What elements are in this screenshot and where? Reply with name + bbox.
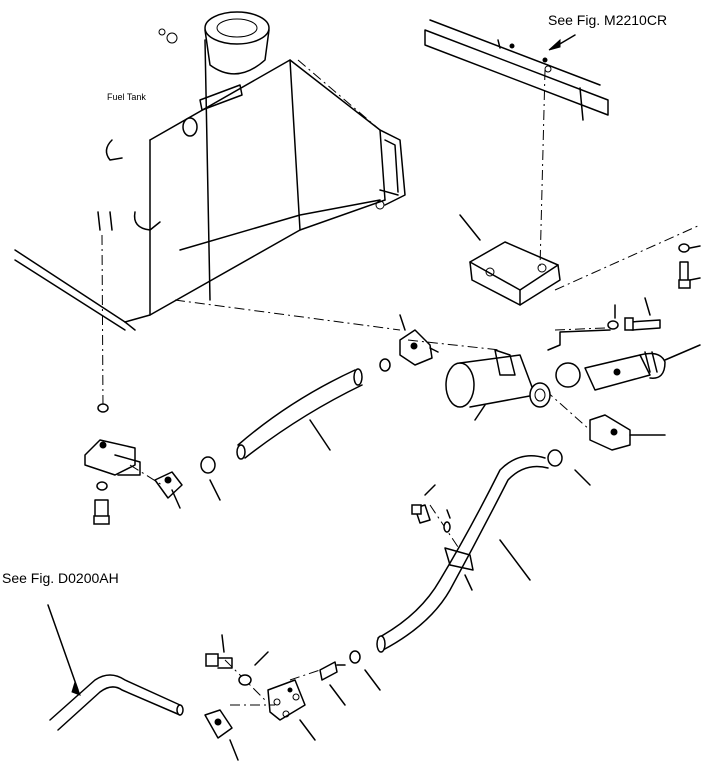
frame-member (424, 19, 609, 121)
fuel-tank-label: Fuel Tank (107, 92, 146, 102)
elbow-fitting-left (154, 456, 221, 509)
centerline (544, 389, 591, 431)
centerline (554, 224, 701, 291)
see-fig-left-label: See Fig. D0200AH (2, 570, 119, 586)
bolts-upper-right (607, 243, 701, 331)
centerline (539, 69, 546, 269)
bracket (459, 214, 561, 306)
centerline (101, 234, 104, 411)
centerline (289, 669, 321, 681)
arrow-head (548, 38, 561, 51)
centerline (297, 59, 381, 131)
joint-fitting-right (589, 414, 666, 451)
centerline (174, 299, 401, 331)
fuel-pipe-lower (47, 604, 184, 731)
fuel-tank (14, 11, 406, 331)
joint-fitting-left (84, 403, 141, 525)
lower-fittings (204, 634, 381, 761)
see-fig-top-label: See Fig. M2210CR (548, 12, 668, 28)
fuel-filter (445, 329, 701, 421)
bolts-middle (411, 484, 451, 533)
joint-fitting-upper (379, 314, 439, 372)
fuel-hose-middle (376, 449, 591, 653)
fuel-hose-upper (236, 368, 363, 460)
centerline (554, 327, 606, 331)
centerline (129, 464, 163, 486)
centerline (407, 339, 501, 351)
